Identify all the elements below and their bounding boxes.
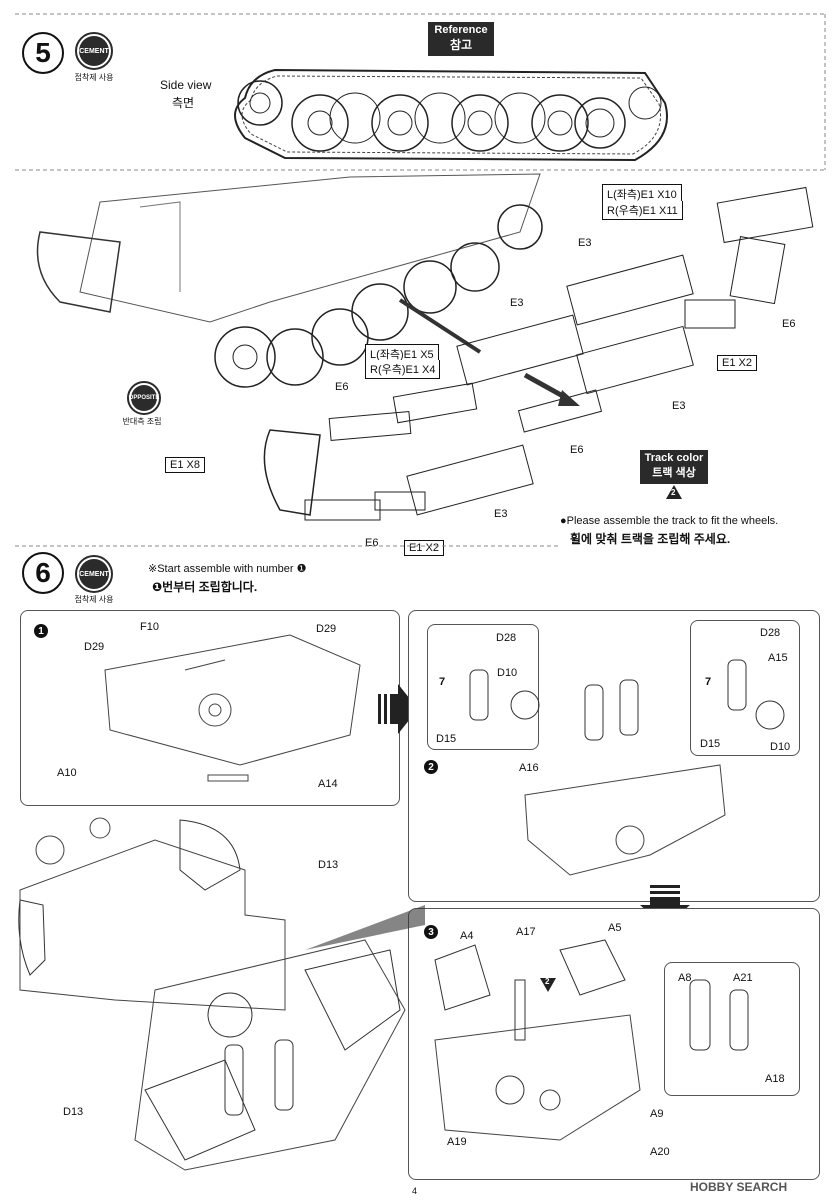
substep-3-paint-marker	[540, 978, 556, 992]
track-color-ko: 트랙 색상	[652, 467, 696, 479]
step6-frame	[15, 545, 560, 547]
part-e6-left: E6	[335, 381, 349, 393]
part-d13-top: D13	[318, 859, 339, 871]
part-d15-left: D15	[436, 733, 457, 745]
part-a9: A9	[650, 1108, 664, 1120]
part-d29-right: D29	[316, 623, 337, 635]
cement-icon: CEMENT	[79, 36, 109, 66]
part-d15-right: D15	[700, 738, 721, 750]
part-a15: A15	[768, 652, 788, 664]
opposite-caption: 반대측 조립	[122, 417, 162, 426]
part-f10: F10	[140, 621, 159, 633]
instruction-en: ※Start assemble with number ❶	[148, 563, 307, 575]
track-color-marker	[666, 485, 682, 499]
substep-2-number: 2	[424, 760, 438, 774]
substep-3-detail	[664, 962, 800, 1096]
part-e3-top: E3	[578, 237, 592, 249]
substep-3-number: 3	[424, 925, 438, 939]
callout-r-e1-x11: R(우측)E1 X11	[602, 201, 683, 220]
part-a18: A18	[765, 1073, 785, 1085]
callout-e1-x2-right: E1 X2	[717, 355, 757, 371]
instruction-ko: ❶번부터 조립합니다.	[152, 580, 258, 594]
page-number: 4	[412, 1186, 418, 1196]
paint-7-left: 7	[439, 676, 446, 688]
reference-label: Reference 참고	[428, 22, 494, 56]
part-a19: A19	[447, 1136, 467, 1148]
track-color-box: Track color 트랙 색상	[640, 450, 708, 484]
substep-2-illustration	[469, 659, 785, 876]
reference-en: Reference	[434, 24, 488, 36]
part-d28-right: D28	[760, 627, 781, 639]
side-view-ko: 측면	[172, 96, 195, 110]
note-ko: 휠에 맞춰 트랙을 조립해 주세요.	[570, 532, 731, 546]
part-e3-bottom: E3	[494, 508, 508, 520]
part-a4: A4	[460, 930, 474, 942]
part-a20: A20	[650, 1146, 670, 1158]
hull-assembly-illustration	[18, 817, 425, 1171]
callout-l-e1-x5: L(좌측)E1 X5	[365, 344, 439, 363]
substep-1-illustration	[104, 634, 361, 782]
paint-7-right: 7	[705, 676, 712, 688]
side-view-en: Side view	[160, 78, 212, 92]
cement-icon-6: CEMENT	[79, 559, 109, 589]
watermark: HOBBY SEARCH	[690, 1180, 788, 1194]
part-d13-bottom: D13	[63, 1106, 84, 1118]
track-segments-illustration	[263, 186, 814, 521]
part-d28-left: D28	[496, 632, 517, 644]
part-d29-left: D29	[84, 641, 105, 653]
part-e6-mid: E6	[570, 444, 584, 456]
part-e3-mid: E3	[510, 297, 524, 309]
step5-frame	[15, 13, 826, 171]
part-e6-right: E6	[782, 318, 796, 330]
substep-2-detail-right	[690, 620, 800, 756]
part-d10-left: D10	[497, 667, 518, 679]
part-a10: A10	[57, 767, 77, 779]
paint-2-sub3: 2	[545, 977, 550, 986]
part-a16: A16	[519, 762, 539, 774]
side-view-track-illustration	[234, 68, 668, 162]
part-d10-right: D10	[770, 741, 791, 753]
substep-3-illustration	[434, 939, 749, 1141]
step-6-number: 6	[22, 552, 64, 594]
step-5-number: 5	[22, 32, 64, 74]
cement-caption-6: 접착제 사용	[74, 595, 114, 604]
callout-e1-x2-bottom: E1 X2	[404, 540, 444, 556]
note-en: ●Please assemble the track to fit the wh…	[560, 515, 779, 527]
tank-hull-track-illustration	[36, 173, 543, 388]
track-color-code: 2	[671, 488, 676, 497]
track-color-en: Track color	[644, 452, 704, 464]
part-a21: A21	[733, 972, 753, 984]
part-a17: A17	[516, 926, 536, 938]
callout-l-e1-x10: L(좌측)E1 X10	[602, 184, 682, 203]
opposite-icon: OPPOSITE	[129, 385, 159, 411]
part-a8: A8	[678, 972, 692, 984]
cement-caption: 접착제 사용	[74, 73, 114, 82]
substep-2-detail-left	[427, 624, 539, 750]
part-a14: A14	[318, 778, 338, 790]
callout-r-e1-x4: R(우측)E1 X4	[365, 360, 441, 379]
part-a5: A5	[608, 922, 622, 934]
substep-1-panel	[20, 610, 400, 806]
reference-ko: 참고	[449, 38, 473, 52]
callout-e1-x8: E1 X8	[165, 457, 205, 473]
part-e3-right: E3	[672, 400, 686, 412]
substep-1-number: 1	[34, 624, 48, 638]
